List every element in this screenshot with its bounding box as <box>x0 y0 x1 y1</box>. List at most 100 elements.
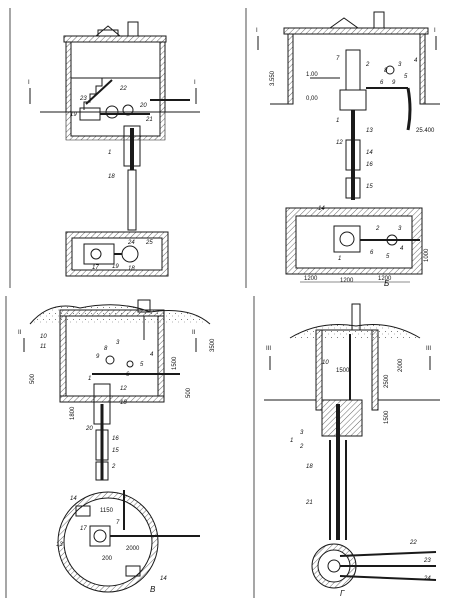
dimension-label: 0,00 <box>306 96 318 102</box>
callout-label: 17 <box>80 526 87 532</box>
section-mark: I <box>194 80 196 86</box>
callout-label: 18 <box>120 400 127 406</box>
callout-label: 20 <box>140 103 147 109</box>
panel-a-plan <box>66 232 168 276</box>
callout-label: 15 <box>112 448 119 454</box>
dimension-label: 2500 <box>384 374 390 388</box>
callout-label: 12 <box>120 386 127 392</box>
callout-label: 7 <box>116 520 120 526</box>
section-mark: II <box>18 330 22 336</box>
callout-label: 4 <box>414 58 418 64</box>
dimension-label: 1500 <box>172 356 178 370</box>
callout-label: 4 <box>400 246 404 252</box>
panel-c-letter: В <box>150 585 156 594</box>
panel-c-section <box>24 300 210 480</box>
dimension-label: 1.00 <box>306 72 318 78</box>
section-mark: I <box>434 28 436 34</box>
callout-label: 1 <box>108 150 112 156</box>
callout-label: 1 <box>88 376 92 382</box>
callout-label: 7 <box>336 56 340 62</box>
callout-label: 6 <box>380 80 384 86</box>
callout-label: 1 <box>290 438 294 444</box>
callout-label: 24 <box>424 576 431 582</box>
callout-label: 24 <box>128 240 135 246</box>
panel-c-plan <box>58 490 200 592</box>
dimension-label: 200 <box>102 556 113 562</box>
callout-label: 19 <box>112 264 119 270</box>
panel-d-letter: Г <box>340 589 345 598</box>
callout-label: 14 <box>160 576 167 582</box>
callout-label: 15 <box>366 184 373 190</box>
callout-label: 14 <box>366 150 373 156</box>
dimension-label: 1500 <box>384 410 390 424</box>
callout-label: 1 <box>336 118 340 124</box>
dimension-label: 1200 <box>378 276 392 282</box>
callout-label: 3 <box>398 62 402 68</box>
callout-label: 25 <box>146 240 153 246</box>
callout-label: 10 <box>322 360 329 366</box>
dimension-label: 1800 <box>70 406 76 420</box>
panel-b-section <box>258 12 440 200</box>
dimension-label: 3.550 <box>270 70 276 86</box>
callout-label: 23 <box>80 96 87 102</box>
callout-label: 5 <box>140 362 144 368</box>
callout-label: 13 <box>366 128 373 134</box>
callout-label: 8 <box>384 68 388 74</box>
dimension-label: 3500 <box>210 338 216 352</box>
callout-label: 16 <box>112 436 119 442</box>
callout-label: 1 <box>338 256 342 262</box>
callout-label: 4 <box>150 352 154 358</box>
dimension-label: 500 <box>186 387 192 398</box>
dimension-label: 25.400 <box>416 128 435 134</box>
callout-label: 11 <box>40 344 47 350</box>
callout-label: 2 <box>300 444 304 450</box>
callout-label: 16 <box>366 162 373 168</box>
callout-label: 6 <box>370 250 374 256</box>
section-mark: II <box>192 330 196 336</box>
callout-label: 2 <box>366 62 370 68</box>
callout-label: 18 <box>108 174 115 180</box>
dimension-label: 1000 <box>424 248 430 262</box>
callout-label: 19 <box>70 112 77 118</box>
callout-label: 14 <box>318 206 325 212</box>
dimension-label: 2000 <box>398 358 404 372</box>
dimension-label: 2000 <box>126 546 140 552</box>
callout-label: 5 <box>386 254 390 260</box>
section-mark: III <box>426 346 432 352</box>
callout-label: 2 <box>112 464 116 470</box>
callout-label: 22 <box>120 86 127 92</box>
callout-label: 2 <box>376 226 380 232</box>
callout-label: 6 <box>126 372 130 378</box>
dimension-label: 1500 <box>336 368 350 374</box>
section-mark: III <box>266 346 272 352</box>
callout-label: 5 <box>404 74 408 80</box>
panel-a-section <box>30 22 200 230</box>
callout-label: 22 <box>410 540 417 546</box>
callout-label: 12 <box>336 140 343 146</box>
callout-label: 21 <box>306 500 313 506</box>
dimension-label: 1150 <box>100 508 113 514</box>
callout-label: 17 <box>92 265 99 271</box>
panel-b-plan <box>286 208 422 282</box>
callout-label: 10 <box>40 334 47 340</box>
callout-label: 3 <box>300 430 304 436</box>
callout-label: 21 <box>146 117 153 123</box>
panel-frames <box>6 8 254 598</box>
panel-b-letter: Б <box>384 279 390 288</box>
section-mark: I <box>256 28 258 34</box>
callout-label: 9 <box>392 80 396 86</box>
callout-label: 20 <box>86 426 93 432</box>
callout-label: 9 <box>96 354 100 360</box>
callout-label: 13 <box>56 542 63 548</box>
callout-label: 18 <box>128 266 135 272</box>
panel-d-plan <box>312 544 436 588</box>
dimension-label: 1200 <box>340 278 354 284</box>
section-mark: I <box>28 80 30 86</box>
callout-label: 8 <box>104 346 108 352</box>
dimension-label: 1200 <box>304 276 318 282</box>
callout-label: 3 <box>116 340 120 346</box>
callout-label: 18 <box>306 464 313 470</box>
panel-d-section <box>264 304 440 540</box>
